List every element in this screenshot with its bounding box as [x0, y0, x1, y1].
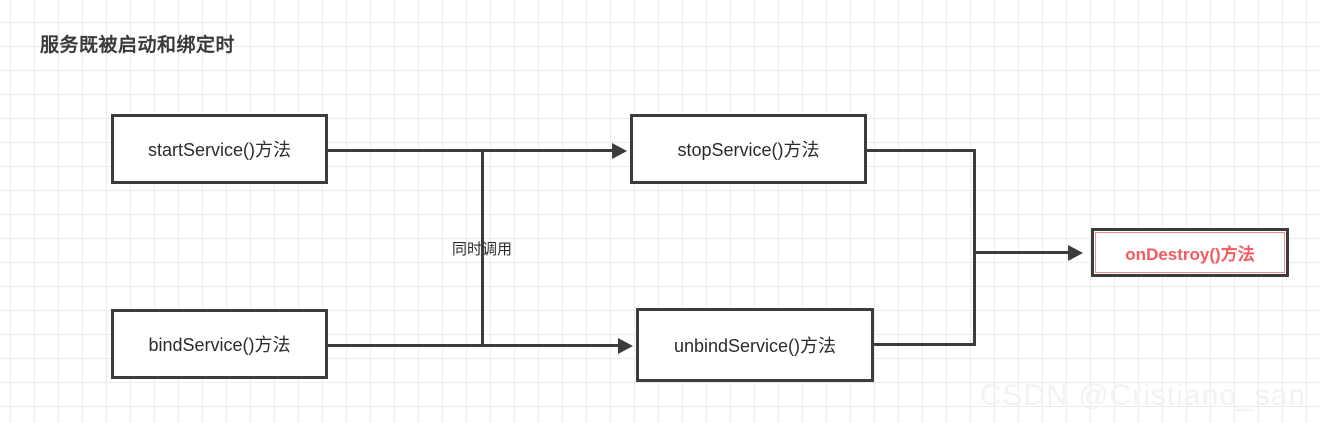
node-unbind-service-label: unbindService()方法 [673, 336, 837, 356]
edge-simultaneous-junction [481, 149, 484, 347]
edge-start-to-stop [328, 149, 623, 152]
node-on-destroy[interactable]: onDestroy()方法 [1091, 228, 1289, 277]
node-on-destroy-label: onDestroy()方法 [1125, 245, 1255, 264]
arrowhead-to-unbind-service [618, 338, 633, 354]
node-start-service[interactable]: startService()方法 [111, 114, 328, 184]
arrowhead-to-stop-service [612, 143, 627, 159]
edge-merge-to-on-destroy [973, 251, 1071, 254]
watermark: CSDN @Cristiano_san [979, 379, 1306, 412]
page-title: 服务既被启动和绑定时 [40, 35, 236, 56]
edge-stop-to-merge [866, 149, 976, 152]
edge-unbind-to-merge [873, 343, 976, 346]
node-stop-service[interactable]: stopService()方法 [630, 114, 867, 184]
edge-merge-vertical [973, 149, 976, 346]
node-stop-service-label: stopService()方法 [677, 140, 820, 160]
node-unbind-service[interactable]: unbindService()方法 [636, 308, 874, 382]
edge-bind-to-unbind [328, 344, 629, 347]
arrowhead-to-on-destroy [1068, 245, 1083, 261]
node-bind-service[interactable]: bindService()方法 [111, 309, 328, 379]
node-bind-service-label: bindService()方法 [148, 335, 291, 355]
node-start-service-label: startService()方法 [147, 140, 291, 160]
edge-label-simultaneous-call: 同时调用 [451, 241, 512, 258]
